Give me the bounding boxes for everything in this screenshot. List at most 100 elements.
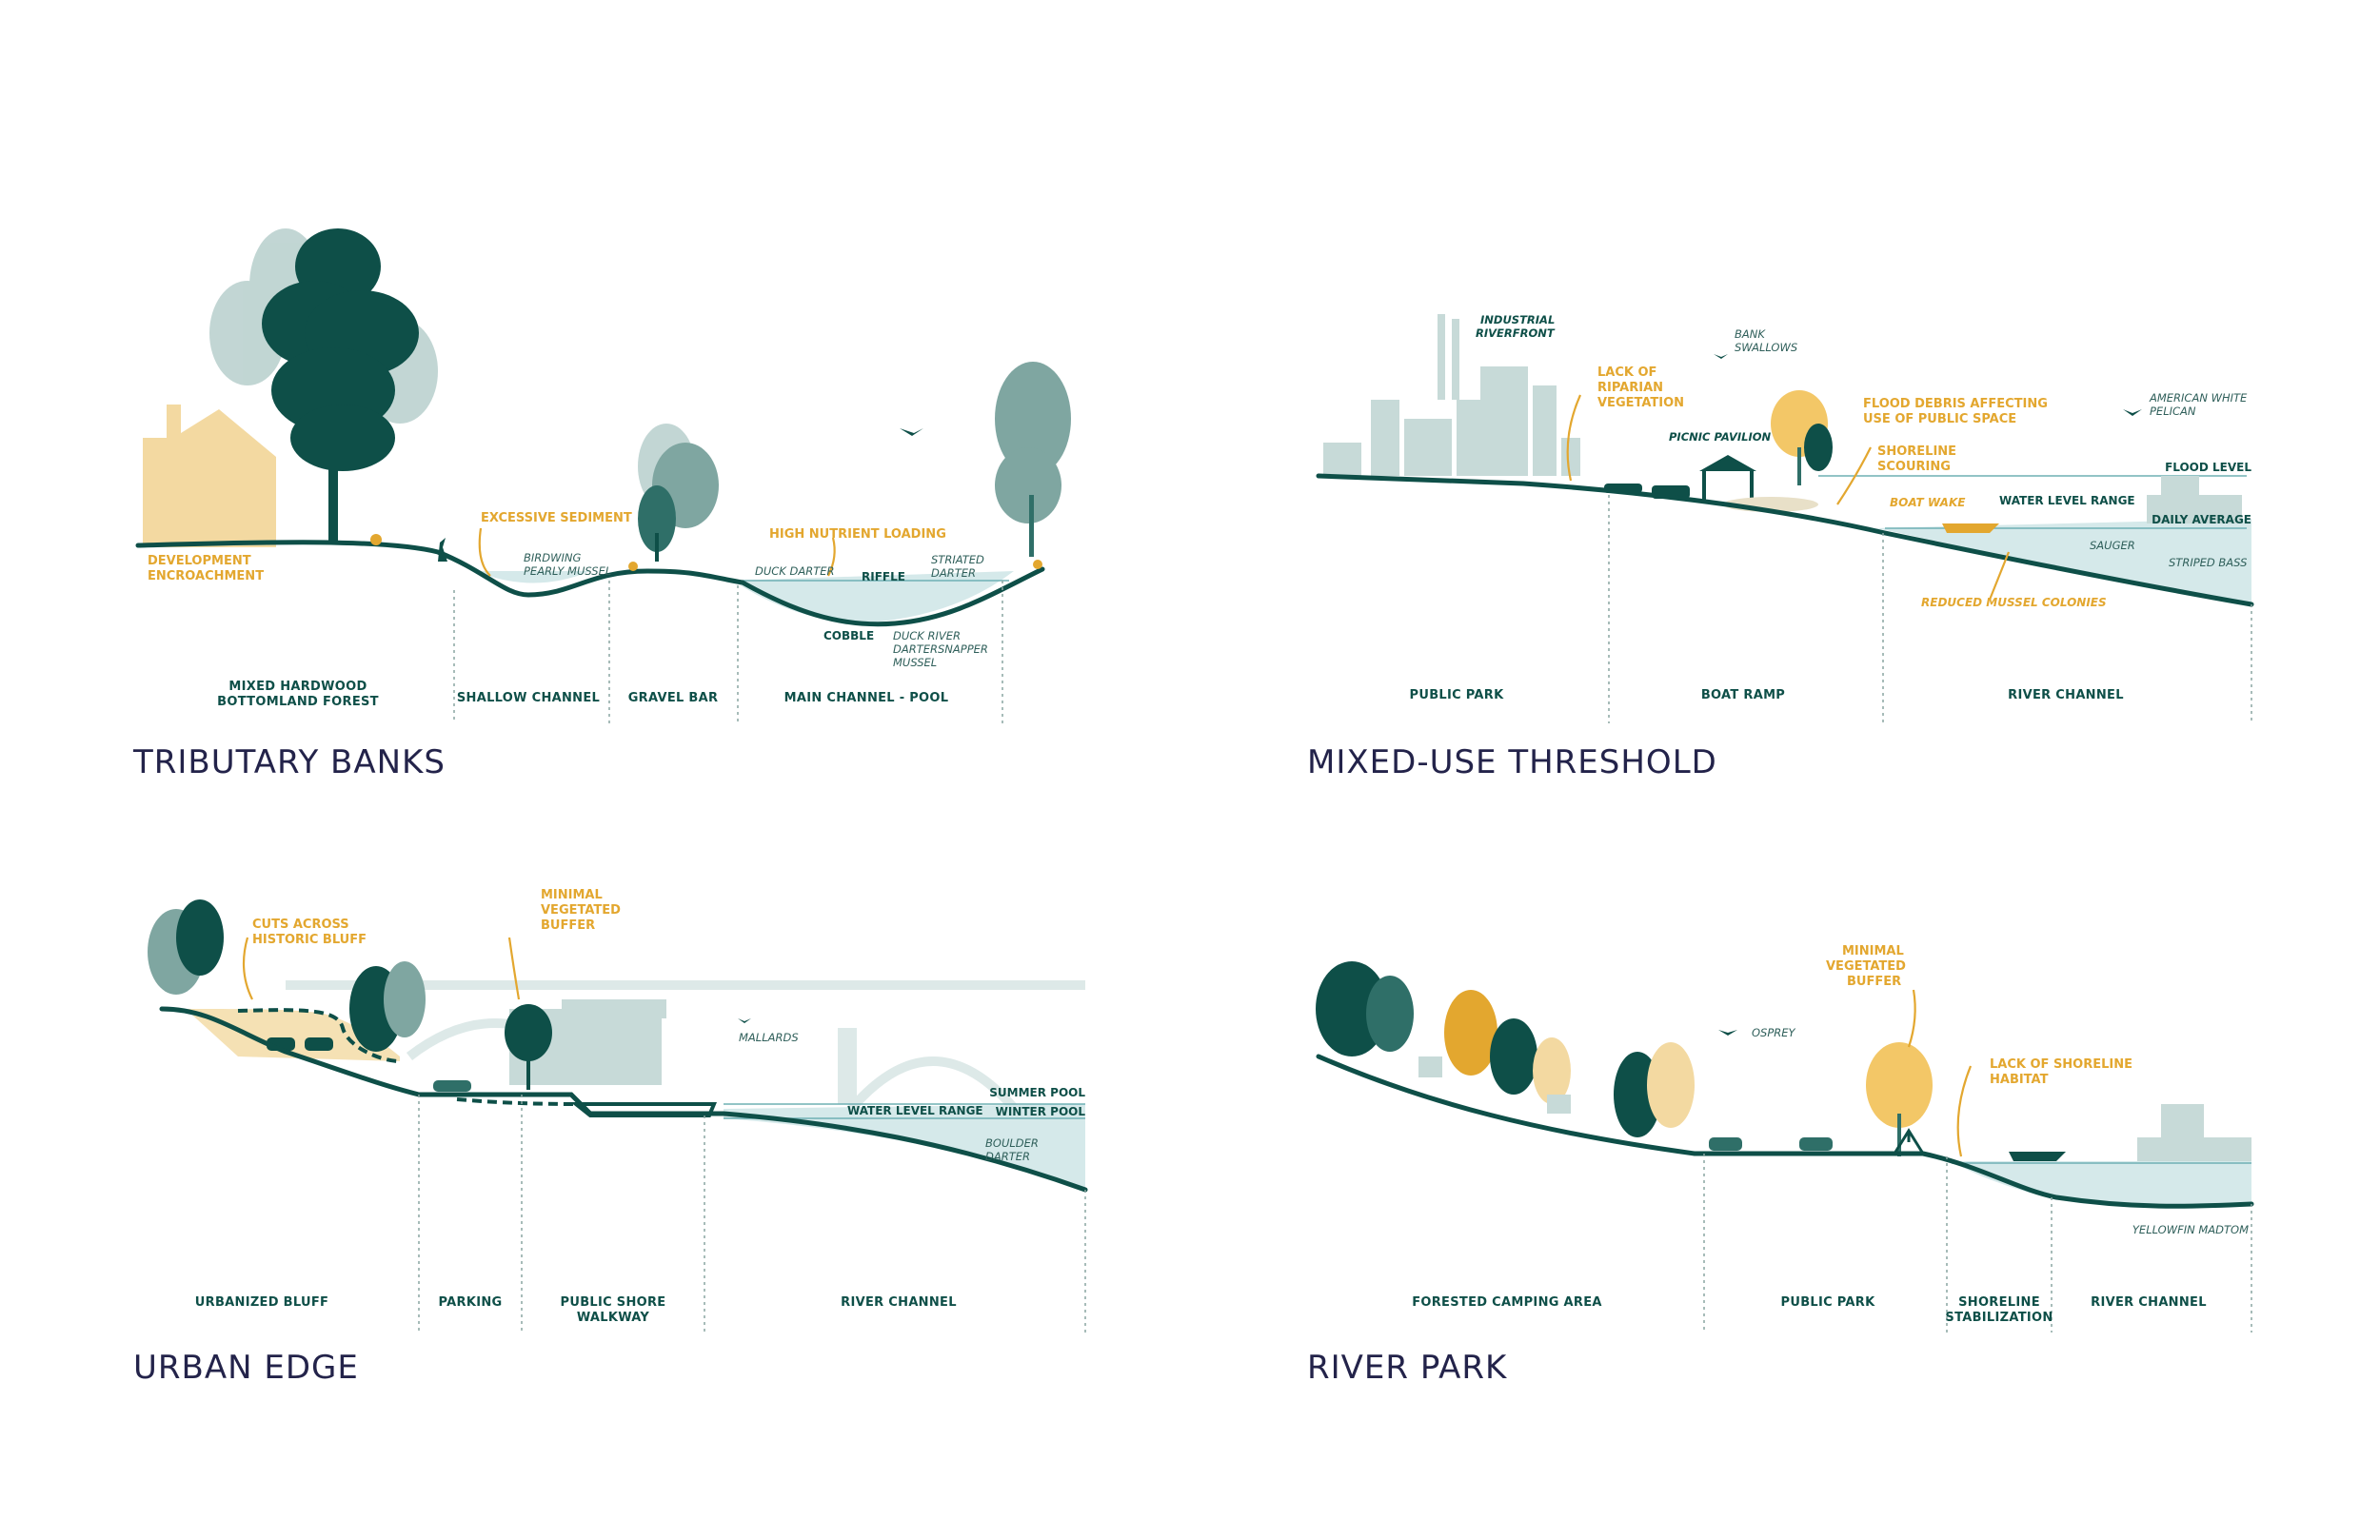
duck-darter-label: DUCK DARTER (755, 564, 835, 578)
summer-pool-label: SUMMER POOL (989, 1086, 1085, 1099)
zone-label: STABILIZATION (1945, 1311, 2053, 1325)
boat-wake-label: BOAT WAKE (1890, 496, 1966, 509)
riparian-arrow (1566, 394, 1582, 482)
scouring-label: SHORELINE (1877, 444, 1956, 459)
zone-label: WALKWAY (577, 1311, 650, 1325)
striated-darter-label: DARTER (931, 566, 976, 580)
bank-swallows-label: BANK (1735, 327, 1766, 341)
urban-building-upper (562, 999, 666, 1018)
osprey (1718, 1030, 1737, 1036)
gold-shrub (370, 534, 382, 545)
scouring-arrow (1836, 446, 1872, 505)
osprey-label: OSPREY (1752, 1026, 1796, 1039)
zone-label: RIVER CHANNEL (2008, 688, 2124, 702)
buffer-label: VEGETATED (541, 903, 621, 918)
swing-set (1893, 1128, 1925, 1155)
riparian-label: VEGETATION (1597, 396, 1684, 410)
zone-label: RIVER CHANNEL (2091, 1295, 2207, 1310)
bluff-label: HISTORIC BLUFF (252, 933, 367, 947)
historic-bluff (186, 1009, 400, 1061)
shore-tree-trunk (526, 1052, 530, 1090)
habitat-arrow (1956, 1065, 1973, 1157)
zone-label: MAIN CHANNEL - POOL (784, 691, 949, 705)
flood-level-label: FLOOD LEVEL (2165, 461, 2251, 474)
buffer-arrow (1907, 989, 1916, 1048)
birdwing-label: PEARLY MUSSEL (524, 564, 611, 578)
buffer-arrow (507, 937, 521, 1000)
industrial-label: INDUSTRIAL (1480, 313, 1555, 326)
pelican-label: PELICAN (2150, 405, 2196, 418)
cabin (1418, 1056, 1442, 1077)
walkway-dashed (456, 1097, 591, 1106)
parked-car (305, 1037, 333, 1051)
mallards-label: MALLARDS (739, 1031, 799, 1044)
buffer-label: MINIMAL (1842, 944, 1904, 958)
daily-average-label: DAILY AVERAGE (2152, 513, 2251, 526)
pelican (2123, 409, 2142, 416)
buffer-label: BUFFER (541, 918, 595, 933)
section-title: TRIBUTARY BANKS (132, 743, 446, 781)
mixed-ground (1316, 473, 2254, 607)
water-range-label: WATER LEVEL RANGE (1999, 494, 2135, 507)
boulder-darter-label: DARTER (985, 1150, 1030, 1163)
mallard (738, 1018, 751, 1023)
buffer-label: VEGETATED (1826, 959, 1906, 974)
cobble-label: COBBLE (823, 629, 874, 642)
development-label: ENCROACHMENT (148, 569, 264, 583)
section-title: URBAN EDGE (133, 1349, 359, 1387)
sauger-label: SAUGER (2090, 539, 2135, 552)
striped-bass-label: STRIPED BASS (2169, 556, 2247, 569)
flying-bird (900, 428, 923, 436)
zone-label: URBANIZED BLUFF (195, 1295, 328, 1310)
zone-label: SHORELINE (1958, 1295, 2040, 1310)
heron (438, 538, 447, 562)
river-park-section: MINIMAL VEGETATED BUFFER OSPREY LACK OF … (1307, 944, 2254, 1387)
motor-boat (2009, 1152, 2066, 1161)
wake-boat (1942, 523, 1999, 533)
zone-label: PUBLIC PARK (1781, 1295, 1876, 1310)
madtom-label: YELLOWFIN MADTOM (2132, 1223, 2249, 1236)
zone-label: RIVER CHANNEL (841, 1295, 957, 1310)
duck-river-label: DARTERSNAPPER (893, 642, 988, 656)
parked-car (433, 1080, 471, 1092)
development-label: DEVELOPMENT (148, 554, 251, 568)
urban-edge-section: CUTS ACROSS HISTORIC BLUFF MINIMAL VEGET… (133, 888, 1088, 1387)
winter-pool-label: WINTER POOL (996, 1105, 1086, 1118)
tributary-banks-section: DEVELOPMENT ENCROACHMENT EXCESSIVE SEDIM… (132, 228, 1071, 781)
nutrient-label: HIGH NUTRIENT LOADING (769, 527, 946, 542)
bank-swallows-label: SWALLOWS (1735, 341, 1797, 354)
buffer-label: MINIMAL (541, 888, 603, 902)
birdwing-label: BIRDWING (524, 551, 581, 564)
gravel-bar-trees (638, 443, 719, 562)
tributary-ground (135, 540, 1045, 627)
sediment-label: EXCESSIVE SEDIMENT (481, 511, 632, 525)
shallow-channel-water (476, 571, 590, 583)
gold-buffer-tree (1866, 1042, 1933, 1128)
debris-label: USE OF PUBLIC SPACE (1863, 412, 2016, 426)
park-car (1709, 1137, 1742, 1151)
forest-trees (1316, 961, 1695, 1137)
zone-label: PUBLIC SHORE (561, 1295, 666, 1310)
section-title: RIVER PARK (1307, 1349, 1508, 1387)
habitat-label: HABITAT (1990, 1073, 2049, 1087)
zone-label: PARKING (439, 1295, 503, 1310)
buffer-label: BUFFER (1847, 975, 1901, 989)
park-ground (1316, 1054, 2254, 1209)
riffle-label: RIFFLE (862, 570, 905, 583)
bluff-trees (148, 899, 426, 1052)
duck-river-label: DUCK RIVER (893, 629, 961, 642)
gold-tree-trunk (1797, 447, 1801, 485)
reduced-mussel-label: REDUCED MUSSEL COLONIES (1921, 596, 2107, 609)
riparian-label: RIPARIAN (1597, 381, 1663, 395)
cabin (1547, 1095, 1571, 1114)
zone-label: PUBLIC PARK (1410, 688, 1505, 702)
dark-tree (1804, 424, 1833, 471)
development-house (143, 405, 276, 547)
mixed-river-water (1875, 519, 2251, 606)
gold-shrub (1033, 560, 1042, 569)
pelican-label: AMERICAN WHITE (2149, 391, 2248, 405)
gold-shrub (628, 562, 638, 571)
bluff-arrow (242, 937, 253, 1000)
section-title: MIXED-USE THRESHOLD (1307, 743, 1717, 781)
